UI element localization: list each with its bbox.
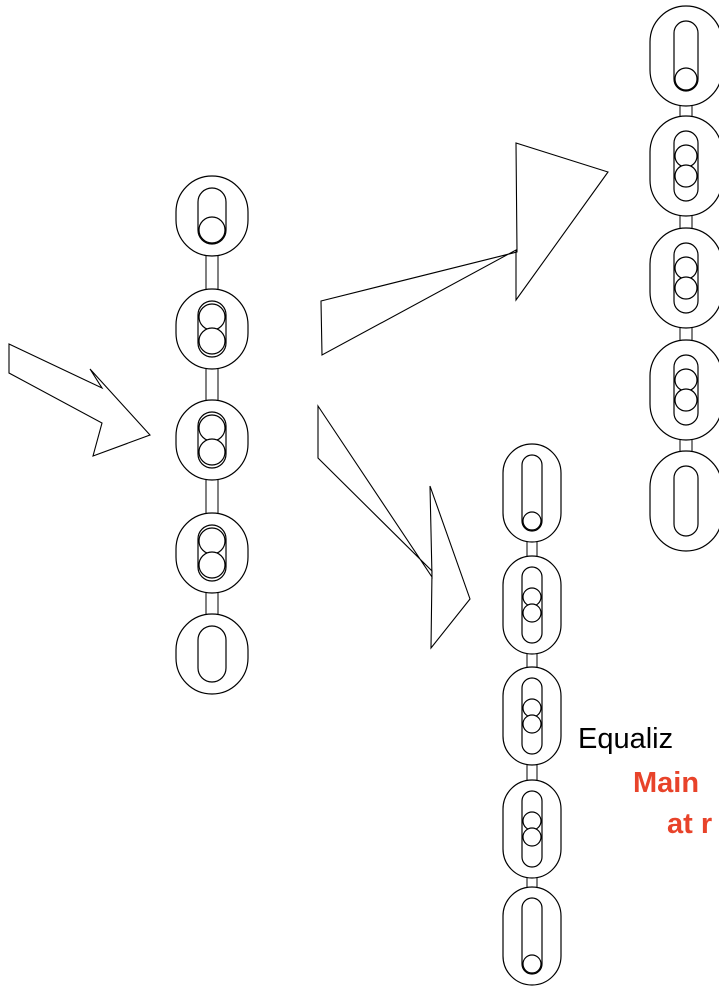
chain-link xyxy=(175,399,249,481)
chains-group xyxy=(175,5,719,986)
upper-output-arrow xyxy=(320,142,609,356)
chain-pin xyxy=(674,276,698,300)
chain-link xyxy=(175,613,249,695)
chain-pin xyxy=(522,698,542,718)
chain-connector xyxy=(205,475,219,518)
chain-link xyxy=(502,555,562,655)
chain-link xyxy=(175,175,249,257)
chain-link xyxy=(502,886,562,986)
chain-pin xyxy=(198,327,226,355)
chain-pin xyxy=(674,144,698,168)
chain-pin xyxy=(522,954,542,974)
chain-link xyxy=(502,666,562,766)
chain-link xyxy=(649,5,719,107)
chain-link xyxy=(175,288,249,370)
caption-line-2: Main xyxy=(633,767,700,799)
chain-pin xyxy=(522,714,542,734)
chain-pin xyxy=(198,527,226,555)
lower-result-chain xyxy=(502,443,562,986)
chain-link xyxy=(649,115,719,217)
chain-pin xyxy=(198,303,226,331)
chain-link xyxy=(649,227,719,329)
chain-pin xyxy=(522,587,542,607)
caption-line-1: Equaliz xyxy=(578,723,674,755)
chain-pin xyxy=(198,438,226,466)
chain-pin xyxy=(674,67,698,91)
chain-pin xyxy=(198,216,226,244)
chain-pin xyxy=(522,511,542,531)
lower-output-arrow xyxy=(317,404,471,650)
chain-link-slot xyxy=(521,897,543,975)
chain-pin xyxy=(674,368,698,392)
chain-pin xyxy=(674,256,698,280)
chain-pin xyxy=(674,388,698,412)
input-arrow xyxy=(8,343,151,457)
chain-pin xyxy=(674,164,698,188)
chain-link-slot xyxy=(521,454,543,532)
chain-link xyxy=(649,339,719,441)
caption-line-3: at r xyxy=(667,808,713,840)
chain-pin xyxy=(198,551,226,579)
source-chain xyxy=(175,175,249,695)
chain-link xyxy=(649,450,719,552)
chain-pin xyxy=(198,414,226,442)
chain-link xyxy=(175,512,249,594)
chain-connector xyxy=(205,251,219,294)
chain-pin xyxy=(522,827,542,847)
chain-pin xyxy=(522,603,542,623)
arrows-group xyxy=(8,142,609,650)
chain-pin xyxy=(522,811,542,831)
chain-link-slot xyxy=(197,625,227,683)
chain-link-slot xyxy=(673,465,699,537)
upper-result-chain xyxy=(649,5,719,552)
chain-connector xyxy=(205,364,219,405)
chain-link xyxy=(502,443,562,543)
chain-link xyxy=(502,779,562,879)
